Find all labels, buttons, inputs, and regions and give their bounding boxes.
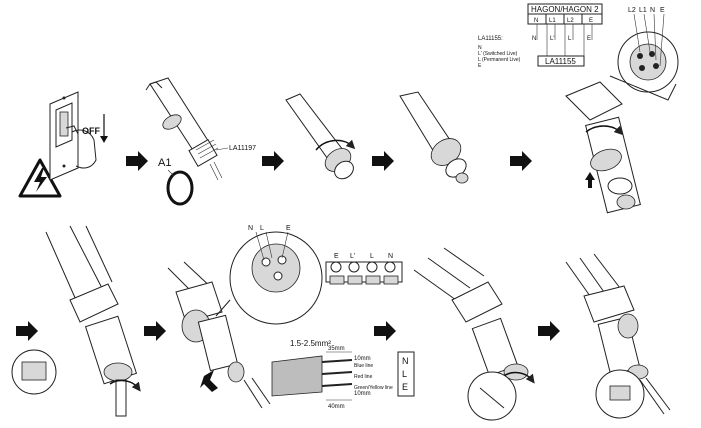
step-arrow-3	[372, 151, 394, 171]
wire-green-yellow-label: Green/Yellow line	[354, 385, 393, 391]
table-header-l2: L2	[567, 18, 574, 24]
table-pin-l: L	[568, 36, 572, 42]
step-arrow-4	[510, 151, 532, 171]
off-label: OFF	[82, 126, 100, 136]
connector-disassembled	[145, 77, 229, 206]
table-code: LA11155	[545, 57, 576, 66]
connector-label-n: N	[248, 225, 253, 232]
legend-title: LA11155:	[478, 36, 503, 42]
legend-item: E	[478, 63, 482, 69]
terminal-label-l: L	[370, 253, 374, 260]
table-pin-lprime: L'	[550, 36, 554, 42]
box-letter-l: L	[402, 369, 407, 379]
dim-35mm: 35mm	[328, 346, 345, 352]
legend-item: L (Permanent Live)	[478, 57, 521, 63]
wire-size-label: 1.5-2.5mm²	[290, 339, 331, 348]
dim-10mm: 10mm	[354, 356, 371, 362]
pin-label-e: E	[660, 7, 665, 14]
cable-strip-diagram	[271, 351, 415, 401]
dim-10mm-2: 10mm	[354, 391, 371, 397]
connector-step10	[565, 253, 671, 419]
wire-blue-label: Blue line	[354, 363, 373, 369]
step-arrow-6	[144, 321, 166, 341]
table-pin-e: E	[587, 36, 591, 42]
connector-label-l: L	[260, 225, 264, 232]
terminal-label-e: E	[334, 253, 339, 260]
wall-switch-panel: OFF	[49, 91, 108, 181]
wiring-table	[527, 3, 603, 67]
box-letter-n: N	[402, 356, 409, 366]
pin-label-l1: L1	[639, 7, 647, 14]
wire-red-label: Red line	[354, 374, 373, 380]
table-header-e: E	[589, 18, 593, 24]
table-header-n: N	[534, 18, 538, 24]
connector-step9	[413, 247, 535, 421]
step-arrow-5	[16, 321, 38, 341]
box-letter-e: E	[402, 382, 408, 392]
up-arrow-icon	[585, 172, 595, 188]
up-arrow-icon	[200, 370, 218, 392]
legend-item: N	[478, 45, 482, 51]
pin-label-n: N	[650, 7, 655, 14]
terminal-block	[325, 261, 403, 285]
connector-step6	[565, 31, 679, 214]
dim-40mm: 40mm	[328, 404, 345, 410]
rotate-arrow-icon	[315, 139, 356, 151]
table-pin-n: N	[532, 36, 536, 42]
step-arrow-1	[126, 151, 148, 171]
step-arrow-7	[374, 321, 396, 341]
connector-step8	[167, 231, 323, 409]
connector-step3	[285, 93, 356, 180]
connector-label-e: E	[286, 225, 291, 232]
step-arrow-8	[538, 321, 560, 341]
step-arrow-2	[262, 151, 284, 171]
connector-step7	[11, 225, 141, 417]
pin-label-l2: L2	[628, 7, 636, 14]
part-code-label: LA11197	[229, 145, 256, 152]
legend-item: L' (Switched Live)	[478, 51, 518, 57]
terminal-label-lprime: L'	[350, 253, 355, 260]
connector-step4	[399, 91, 469, 184]
rotate-arrow-icon	[585, 125, 624, 136]
terminal-label-n: N	[388, 253, 393, 260]
table-header-l1: L1	[549, 18, 556, 24]
table-title: HAGON/HAGON 2	[531, 5, 599, 14]
seal-ring-a1	[166, 170, 194, 206]
part-a1-label: A1	[158, 157, 171, 169]
